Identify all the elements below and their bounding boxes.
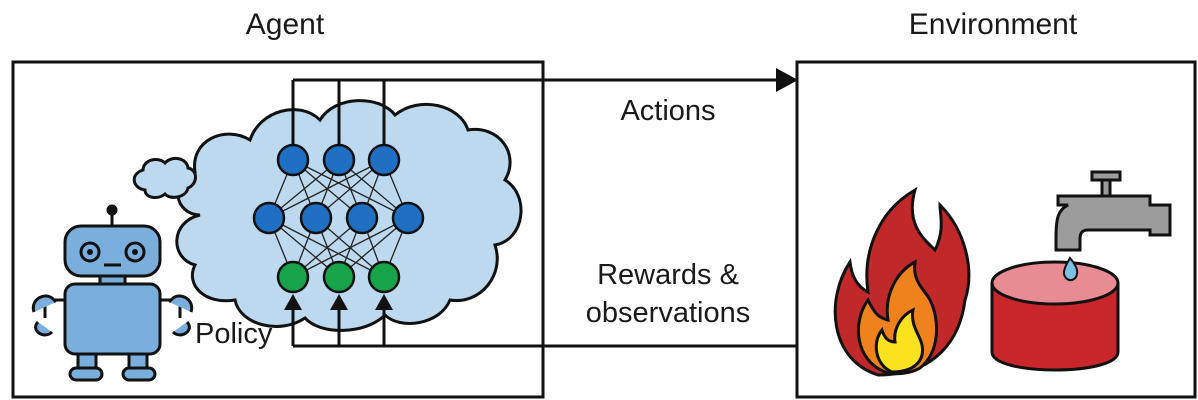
feedback-label-line1: Rewards & — [597, 259, 739, 291]
fire-icon — [833, 186, 971, 377]
nn-input-layer — [276, 260, 401, 294]
water-drop-icon — [1062, 256, 1079, 282]
bucket-icon — [990, 260, 1120, 372]
nn-node — [367, 260, 401, 294]
water-faucet-icon — [1054, 170, 1172, 252]
actions-arrow — [293, 68, 798, 92]
input-arrows — [291, 305, 386, 346]
environment-title: Environment — [909, 8, 1078, 41]
nn-node — [299, 201, 333, 235]
nn-node — [345, 201, 379, 235]
nn-node — [391, 201, 425, 235]
feedback-label-line2: observations — [586, 297, 750, 329]
nn-node — [367, 143, 401, 177]
agent-title: Agent — [246, 8, 325, 41]
nn-node — [276, 143, 310, 177]
robot-icon — [31, 204, 194, 382]
nn-node — [322, 260, 356, 294]
nn-node — [252, 201, 286, 235]
neural-network-icon — [252, 80, 425, 346]
nn-hidden-layer — [252, 201, 425, 235]
nn-output-layer — [276, 143, 401, 177]
environment-box — [795, 60, 1197, 399]
policy-label: Policy — [195, 318, 273, 350]
nn-node — [276, 260, 310, 294]
input-arrowheads — [284, 294, 393, 310]
output-lines — [291, 80, 386, 145]
nn-node — [322, 143, 356, 177]
actions-label: Actions — [620, 95, 715, 127]
agent-box — [11, 60, 545, 399]
